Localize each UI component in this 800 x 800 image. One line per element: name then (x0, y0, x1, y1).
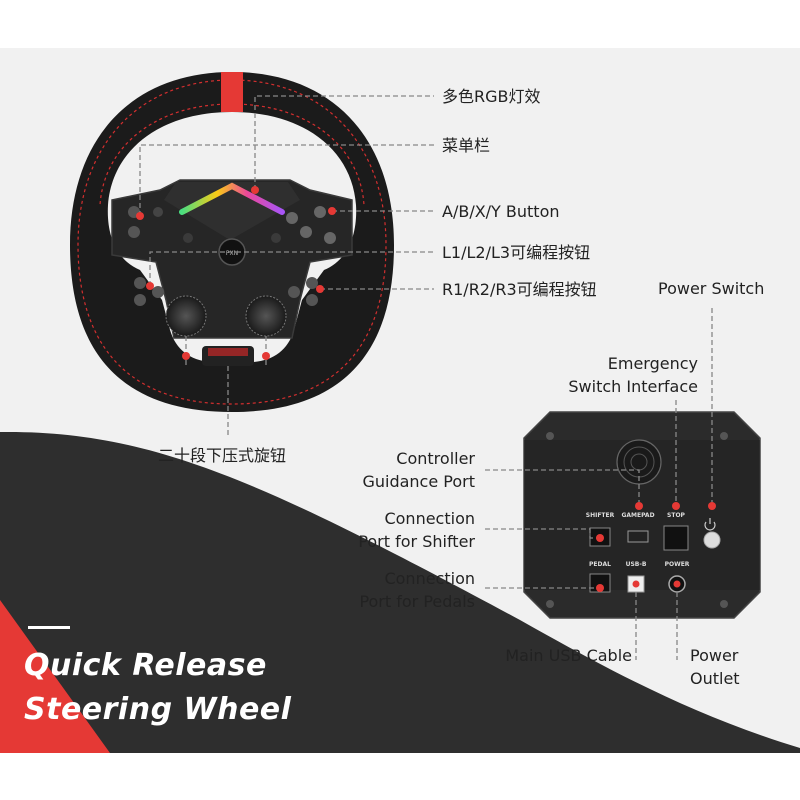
label-pedals-port: Connection Port for Pedals (320, 567, 475, 613)
a-button (324, 232, 336, 244)
r1-button (306, 277, 318, 289)
label-emergency: Emergency Switch Interface (540, 352, 698, 398)
label-emergency-line2: Switch Interface (568, 377, 698, 396)
b-button (300, 226, 312, 238)
y-button (286, 212, 298, 224)
hub-button-right (271, 233, 281, 243)
center-marker (221, 72, 243, 112)
hub-upper-plate (164, 182, 300, 240)
title-line2: Steering Wheel (24, 692, 292, 727)
title-dash (28, 626, 70, 629)
dot-knob-right (262, 352, 270, 360)
label-shifter-line2: Port for Shifter (358, 532, 475, 551)
screw-tl (546, 432, 554, 440)
screw-bl (546, 600, 554, 608)
label-emergency-line1: Emergency (607, 354, 698, 373)
label-menu-bar: 菜单栏 (442, 136, 491, 155)
callout-line-l (149, 251, 434, 286)
svg-text:PXN: PXN (226, 250, 238, 257)
dot-stop (672, 502, 680, 510)
screw-tr (720, 432, 728, 440)
label-l-buttons: L1/L2/L3可编程按钮 (442, 243, 591, 262)
title-line1: Quick Release (24, 648, 267, 683)
box-callouts (485, 308, 713, 660)
callout-line-menu (139, 144, 434, 216)
dot-l (146, 282, 154, 290)
label-shifter-line1: Connection (384, 509, 475, 528)
port-label-power: POWER (665, 561, 690, 568)
label-power-outlet: Power Outlet (690, 644, 740, 690)
dot-pedal (596, 584, 604, 592)
port-label-usb-b: USB-B (626, 561, 647, 568)
label-main-usb: Main USB Cable (505, 646, 632, 665)
callout-line-shifter (485, 528, 600, 539)
dot-abxy (328, 207, 336, 215)
l1-button (134, 277, 146, 289)
label-r-buttons: R1/R2/R3可编程按钮 (442, 280, 597, 299)
label-shifter-port: Connection Port for Shifter (320, 507, 475, 553)
dot-power-switch (708, 502, 716, 510)
box-port-labels: SHIFTER GAMEPAD STOP PEDAL USB-B POWER (586, 512, 690, 568)
dot-knob-left (182, 352, 190, 360)
rotary-knob-left (165, 295, 207, 337)
rim-stitching-inner-left (99, 103, 233, 206)
label-pedals-line1: Connection (384, 569, 475, 588)
rim-stitching-outer (77, 79, 387, 405)
label-pedals-line2: Port for Pedals (359, 592, 475, 611)
gamepad-port (627, 530, 649, 543)
x-button (314, 206, 326, 218)
wheel-column-stripe (208, 348, 248, 356)
stop-port (663, 525, 689, 551)
label-abxy-button: A/B/X/Y Button (442, 202, 560, 221)
label-power-outlet-line1: Power (690, 646, 739, 665)
rim-stitching-inner-right (231, 103, 365, 206)
port-label-pedal: PEDAL (589, 561, 611, 568)
wheel-callouts (139, 95, 434, 436)
rotary-knob-right (245, 295, 287, 337)
dot-menu (136, 212, 144, 220)
label-rotary-knob: 二十段下压式旋钮 (158, 446, 287, 465)
r2-button (288, 286, 300, 298)
control-box (523, 411, 761, 619)
wheel-rim (70, 72, 394, 412)
box-callout-dots (596, 502, 716, 592)
label-power-outlet-line2: Outlet (690, 669, 740, 688)
label-power-switch: Power Switch (658, 279, 765, 298)
l2-button (152, 286, 164, 298)
menu-button-3 (153, 207, 163, 217)
dot-shifter (596, 534, 604, 542)
callout-line-controller (485, 469, 640, 506)
label-controller-port: Controller Guidance Port (320, 447, 475, 493)
dot-power (673, 580, 681, 588)
dot-rgb (251, 186, 259, 194)
wheel-callout-dots (136, 186, 336, 360)
hub-button-left (183, 233, 193, 243)
dark-band (0, 431, 800, 753)
power-switch-button (703, 531, 721, 549)
dot-gamepad (635, 502, 643, 510)
power-symbol-icon (704, 518, 716, 531)
port-label-shifter: SHIFTER (586, 512, 615, 519)
dot-usb (632, 580, 640, 588)
screw-br (720, 600, 728, 608)
menu-button-2 (128, 226, 140, 238)
dot-r (316, 285, 324, 293)
port-label-stop: STOP (667, 512, 686, 519)
r3-button (306, 294, 318, 306)
label-controller-line1: Controller (396, 449, 475, 468)
rgb-light-strip (179, 182, 285, 215)
l3-button (134, 294, 146, 306)
label-controller-line2: Guidance Port (362, 472, 475, 491)
red-corner-accent (0, 600, 110, 753)
label-rgb-lights: 多色RGB灯效 (442, 87, 541, 106)
port-label-gamepad: GAMEPAD (621, 512, 654, 519)
